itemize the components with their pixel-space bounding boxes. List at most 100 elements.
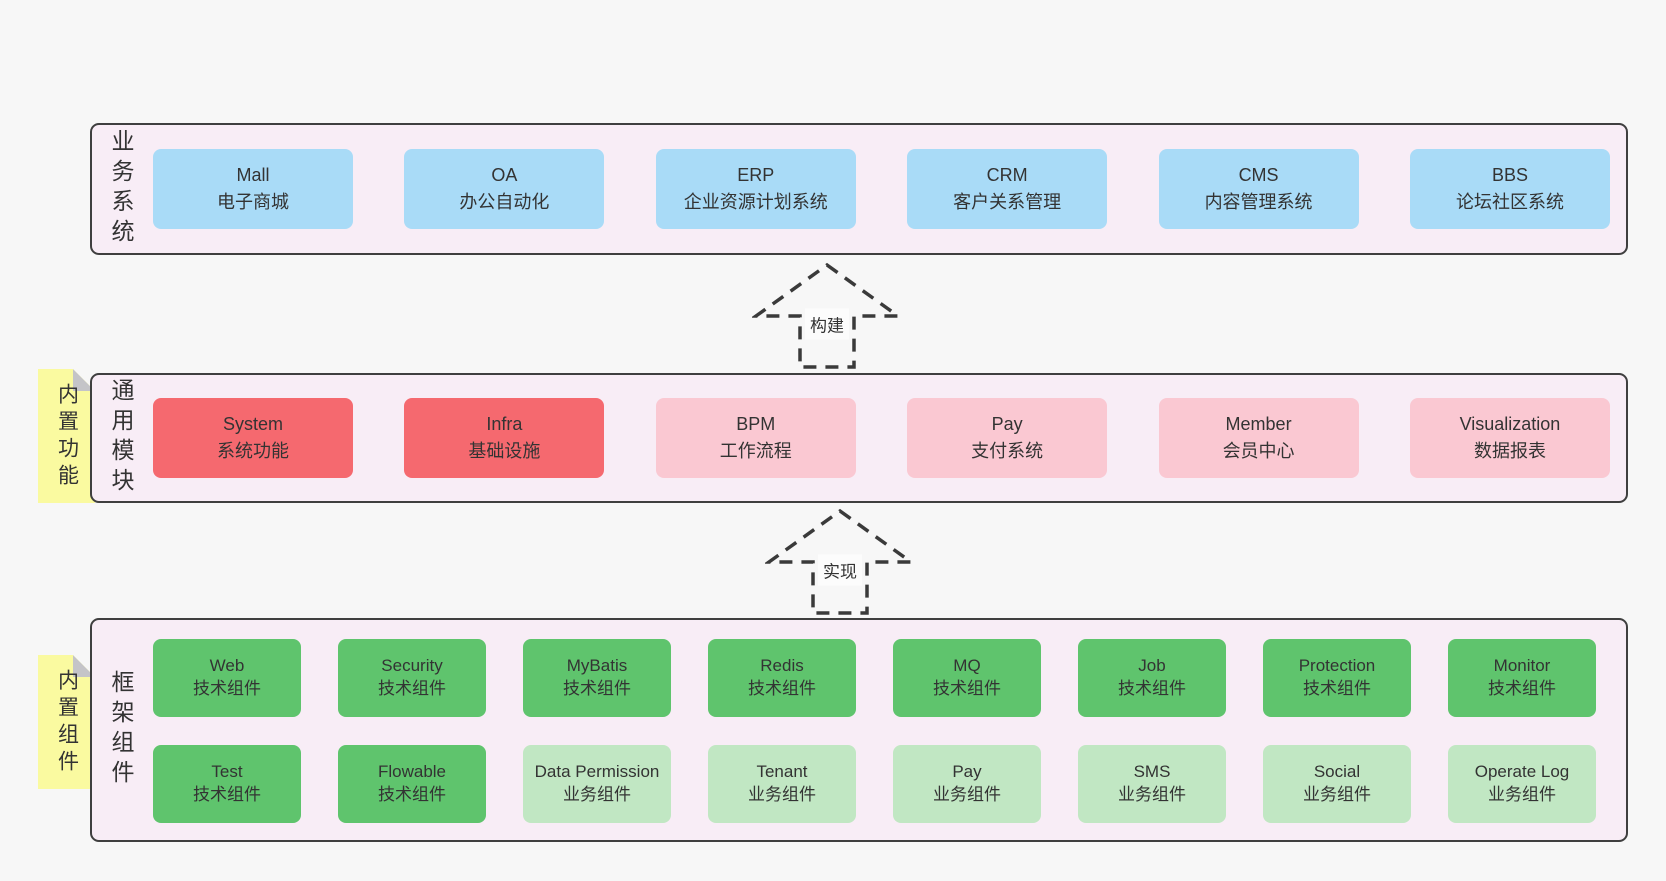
box-title: Visualization	[1459, 414, 1561, 434]
box-title: ERP	[737, 165, 775, 185]
framework-components-container: 框架组件 Web 技术组件 Security 技术组件 MyBatis 技术组件…	[90, 618, 1628, 842]
box-subtitle: 内容管理系统	[1204, 192, 1313, 212]
framework-box-data-permission: Data Permission 业务组件	[523, 745, 671, 823]
business-box-oa: OA 办公自动化	[404, 149, 605, 229]
framework-box-mq: MQ 技术组件	[893, 639, 1041, 717]
box-subtitle: 电子商城	[217, 192, 289, 212]
box-subtitle: 业务组件	[933, 785, 1001, 804]
common-box-bpm: BPM 工作流程	[655, 398, 856, 478]
framework-box-pay: Pay 业务组件	[893, 745, 1041, 823]
framework-box-protection: Protection 技术组件	[1263, 639, 1411, 717]
framework-box-operate-log: Operate Log 业务组件	[1448, 745, 1596, 823]
business-box-mall: Mall 电子商城	[153, 149, 353, 229]
box-title: System	[222, 414, 283, 434]
box-subtitle: 技术组件	[193, 679, 261, 698]
box-title: Operate Log	[1474, 762, 1570, 782]
box-subtitle: 数据报表	[1473, 441, 1546, 461]
box-subtitle: 业务组件	[1303, 785, 1371, 804]
box-title: Job	[1138, 656, 1166, 676]
box-subtitle: 基础设施	[468, 441, 541, 461]
box-title: CMS	[1238, 165, 1279, 185]
common-modules-label: 通用模块	[108, 378, 134, 498]
built-in-features-label: 内置功能	[55, 383, 79, 491]
box-subtitle: 系统功能	[217, 441, 289, 461]
box-subtitle: 支付系统	[971, 441, 1044, 461]
box-subtitle: 业务组件	[1488, 785, 1556, 804]
framework-box-flowable: Flowable 技术组件	[338, 745, 486, 823]
box-title: Data Permission	[534, 762, 660, 782]
box-subtitle: 业务组件	[1118, 785, 1186, 804]
common-box-member: Member 会员中心	[1158, 398, 1359, 478]
built-in-features-sticky: 内置功能	[38, 369, 95, 503]
framework-components-label: 框架组件	[108, 670, 134, 790]
business-systems-container: 业务系统 Mall 电子商城 OA 办公自动化 ERP 企业资源计划系统 CRM…	[90, 123, 1628, 255]
business-box-bbs: BBS 论坛社区系统	[1409, 149, 1610, 229]
box-title: MQ	[953, 656, 981, 676]
box-title: Security	[381, 656, 443, 676]
box-title: Protection	[1298, 656, 1376, 676]
implement-arrow: 实现	[765, 506, 915, 618]
framework-box-monitor: Monitor 技术组件	[1448, 639, 1596, 717]
box-subtitle: 技术组件	[1488, 679, 1556, 698]
framework-box-security: Security 技术组件	[338, 639, 486, 717]
box-subtitle: 技术组件	[748, 679, 816, 698]
box-subtitle: 业务组件	[563, 785, 631, 804]
built-in-components-sticky: 内置组件	[38, 655, 95, 789]
built-in-components-label: 内置组件	[55, 669, 79, 777]
framework-row-2: Test 技术组件 Flowable 技术组件 Data Permission …	[153, 745, 1596, 823]
box-title: Mall	[236, 165, 270, 185]
box-title: Infra	[486, 414, 523, 434]
up-arrow-icon	[752, 262, 902, 369]
box-subtitle: 企业资源计划系统	[683, 192, 828, 212]
box-subtitle: 技术组件	[933, 679, 1001, 698]
common-box-pay: Pay 支付系统	[907, 398, 1108, 478]
box-title: Pay	[952, 762, 982, 782]
box-title: Redis	[760, 656, 804, 676]
framework-box-sms: SMS 业务组件	[1078, 745, 1226, 823]
box-title: Web	[209, 656, 245, 676]
box-title: Member	[1225, 414, 1292, 434]
box-subtitle: 技术组件	[563, 679, 631, 698]
box-title: MyBatis	[566, 656, 628, 676]
box-subtitle: 论坛社区系统	[1455, 192, 1564, 212]
box-subtitle: 技术组件	[193, 785, 261, 804]
business-systems-row: Mall 电子商城 OA 办公自动化 ERP 企业资源计划系统 CRM 客户关系…	[153, 125, 1610, 253]
up-arrow-icon	[765, 508, 915, 615]
box-title: SMS	[1133, 762, 1171, 782]
box-subtitle: 工作流程	[719, 441, 792, 461]
build-arrow-label: 构建	[805, 308, 849, 340]
box-subtitle: 办公自动化	[459, 192, 550, 212]
box-subtitle: 技术组件	[1303, 679, 1371, 698]
build-arrow: 构建	[752, 260, 902, 372]
box-subtitle: 技术组件	[378, 679, 446, 698]
common-modules-row: System 系统功能 Infra 基础设施 BPM 工作流程 Pay 支付系统…	[153, 375, 1610, 501]
box-title: OA	[491, 165, 518, 185]
common-modules-container: 通用模块 System 系统功能 Infra 基础设施 BPM 工作流程 Pay…	[90, 373, 1628, 503]
framework-box-redis: Redis 技术组件	[708, 639, 856, 717]
box-subtitle: 技术组件	[1118, 679, 1186, 698]
box-title: BPM	[736, 414, 776, 434]
business-systems-label: 业务系统	[108, 129, 134, 249]
box-subtitle: 会员中心	[1222, 441, 1295, 461]
box-title: Test	[211, 762, 243, 782]
common-box-infra: Infra 基础设施	[404, 398, 605, 478]
framework-box-test: Test 技术组件	[153, 745, 301, 823]
framework-row-1: Web 技术组件 Security 技术组件 MyBatis 技术组件 Redi…	[153, 639, 1596, 717]
framework-box-tenant: Tenant 业务组件	[708, 745, 856, 823]
box-title: Pay	[991, 414, 1023, 434]
box-subtitle: 业务组件	[748, 785, 816, 804]
box-title: Tenant	[756, 762, 808, 782]
box-subtitle: 技术组件	[378, 785, 446, 804]
box-title: Social	[1313, 762, 1361, 782]
box-title: Monitor	[1493, 656, 1551, 676]
business-box-cms: CMS 内容管理系统	[1158, 149, 1359, 229]
framework-box-social: Social 业务组件	[1263, 745, 1411, 823]
box-title: CRM	[986, 165, 1028, 185]
box-title: Flowable	[377, 762, 447, 782]
business-box-erp: ERP 企业资源计划系统	[655, 149, 856, 229]
business-box-crm: CRM 客户关系管理	[907, 149, 1108, 229]
box-subtitle: 客户关系管理	[953, 192, 1062, 212]
box-title: BBS	[1491, 165, 1528, 185]
framework-box-web: Web 技术组件	[153, 639, 301, 717]
